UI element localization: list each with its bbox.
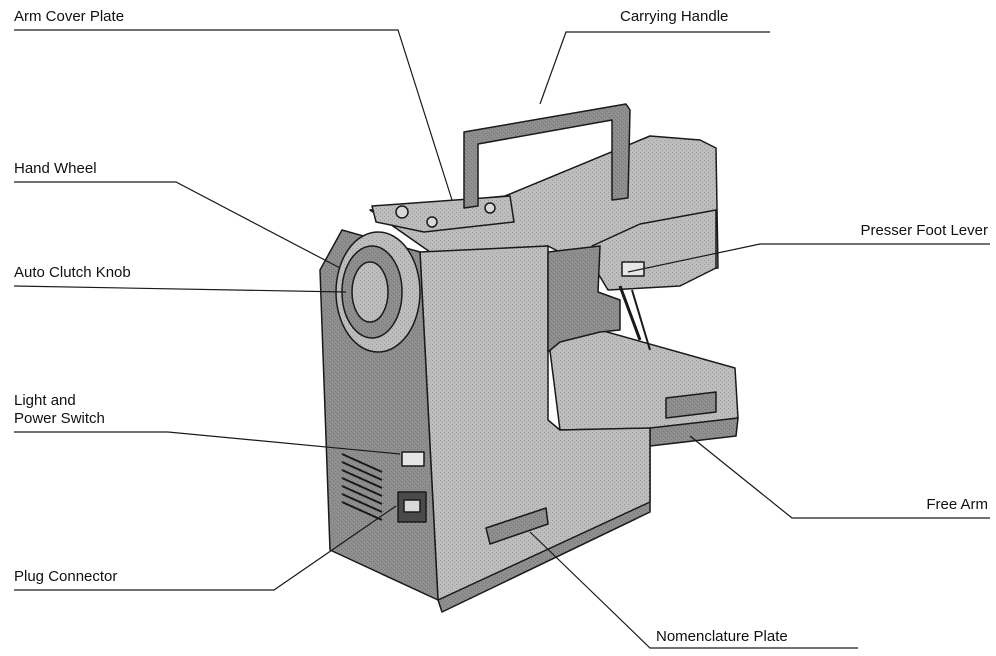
- leader-plug-connector: [14, 505, 397, 591]
- label-light-and-power-switch-line1: Light and: [14, 392, 76, 409]
- label-presser-foot-lever: Presser Foot Lever: [860, 222, 988, 239]
- sewing-machine-illustration: [319, 103, 739, 613]
- nomenclature-plate-shape: [485, 507, 549, 545]
- carrying-handle-shape: [463, 103, 631, 209]
- leader-carrying-handle: [539, 31, 770, 105]
- vent-slots: [341, 453, 383, 521]
- label-arm-cover-plate: Arm Cover Plate: [14, 8, 125, 25]
- leader-nomenclature-plate: [529, 531, 858, 649]
- power-switch-shape: [401, 451, 425, 467]
- label-hand-wheel: Hand Wheel: [14, 160, 97, 177]
- machine-arm-opening: [547, 245, 621, 353]
- leader-arm-cover-plate: [14, 29, 453, 201]
- label-carrying-handle: Carrying Handle: [620, 8, 729, 25]
- label-free-arm: Free Arm: [926, 496, 988, 513]
- machine-free-arm: [547, 329, 739, 431]
- leader-presser-foot-lever: [627, 243, 990, 273]
- label-auto-clutch-knob: Auto Clutch Knob: [14, 264, 131, 281]
- free-arm-slot: [665, 391, 717, 419]
- leader-hand-wheel: [14, 181, 341, 269]
- leader-free-arm: [689, 435, 990, 519]
- label-plug-connector: Plug Connector: [14, 568, 118, 585]
- leader-auto-clutch-knob: [13, 285, 347, 293]
- label-light-and-power-switch-line2: Power Switch: [14, 410, 105, 427]
- label-nomenclature-plate: Nomenclature Plate: [656, 628, 788, 645]
- leader-lines: [13, 29, 990, 649]
- leader-light-and-power-switch: [14, 431, 401, 455]
